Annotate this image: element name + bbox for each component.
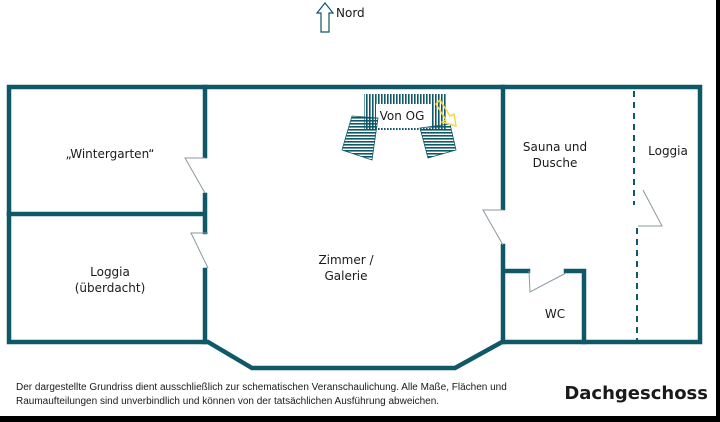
- disclaimer-line: Der dargestellte Grundriss dient ausschl…: [16, 382, 507, 393]
- room-label-zimmer: Zimmer / Galerie: [296, 252, 396, 284]
- floor-title: Dachgeschoss: [564, 383, 708, 404]
- room-label-line: Loggia: [90, 265, 130, 279]
- room-label-line: Dusche: [532, 156, 578, 170]
- room-label-line: Zimmer /: [318, 253, 374, 267]
- door-swings: [184, 157, 663, 293]
- room-label-line: (überdacht): [74, 281, 146, 295]
- walls: [6, 84, 703, 371]
- room-label-loggia: Loggia: [648, 144, 688, 158]
- staircase: [341, 94, 457, 161]
- room-label-wc: WC: [544, 307, 566, 321]
- stair-direction-arrow-icon: [435, 98, 457, 128]
- disclaimer-line: Raumaufteilungen sind unverbindlich und …: [16, 396, 440, 407]
- north-label: Nord: [336, 6, 365, 20]
- disclaimer: Der dargestellte Grundriss dient ausschl…: [16, 381, 507, 409]
- room-label-line: Galerie: [324, 269, 368, 283]
- room-label-wintergarten: „Wintergarten“: [65, 147, 155, 161]
- room-label-loggia-covered: Loggia (überdacht): [60, 264, 160, 296]
- partition-dashed: [633, 91, 638, 342]
- room-label-line: Sauna und: [522, 140, 588, 154]
- stairs-label: Von OG: [379, 109, 425, 123]
- north-arrow-icon: [315, 2, 335, 33]
- room-label-sauna: Sauna und Dusche: [510, 139, 600, 171]
